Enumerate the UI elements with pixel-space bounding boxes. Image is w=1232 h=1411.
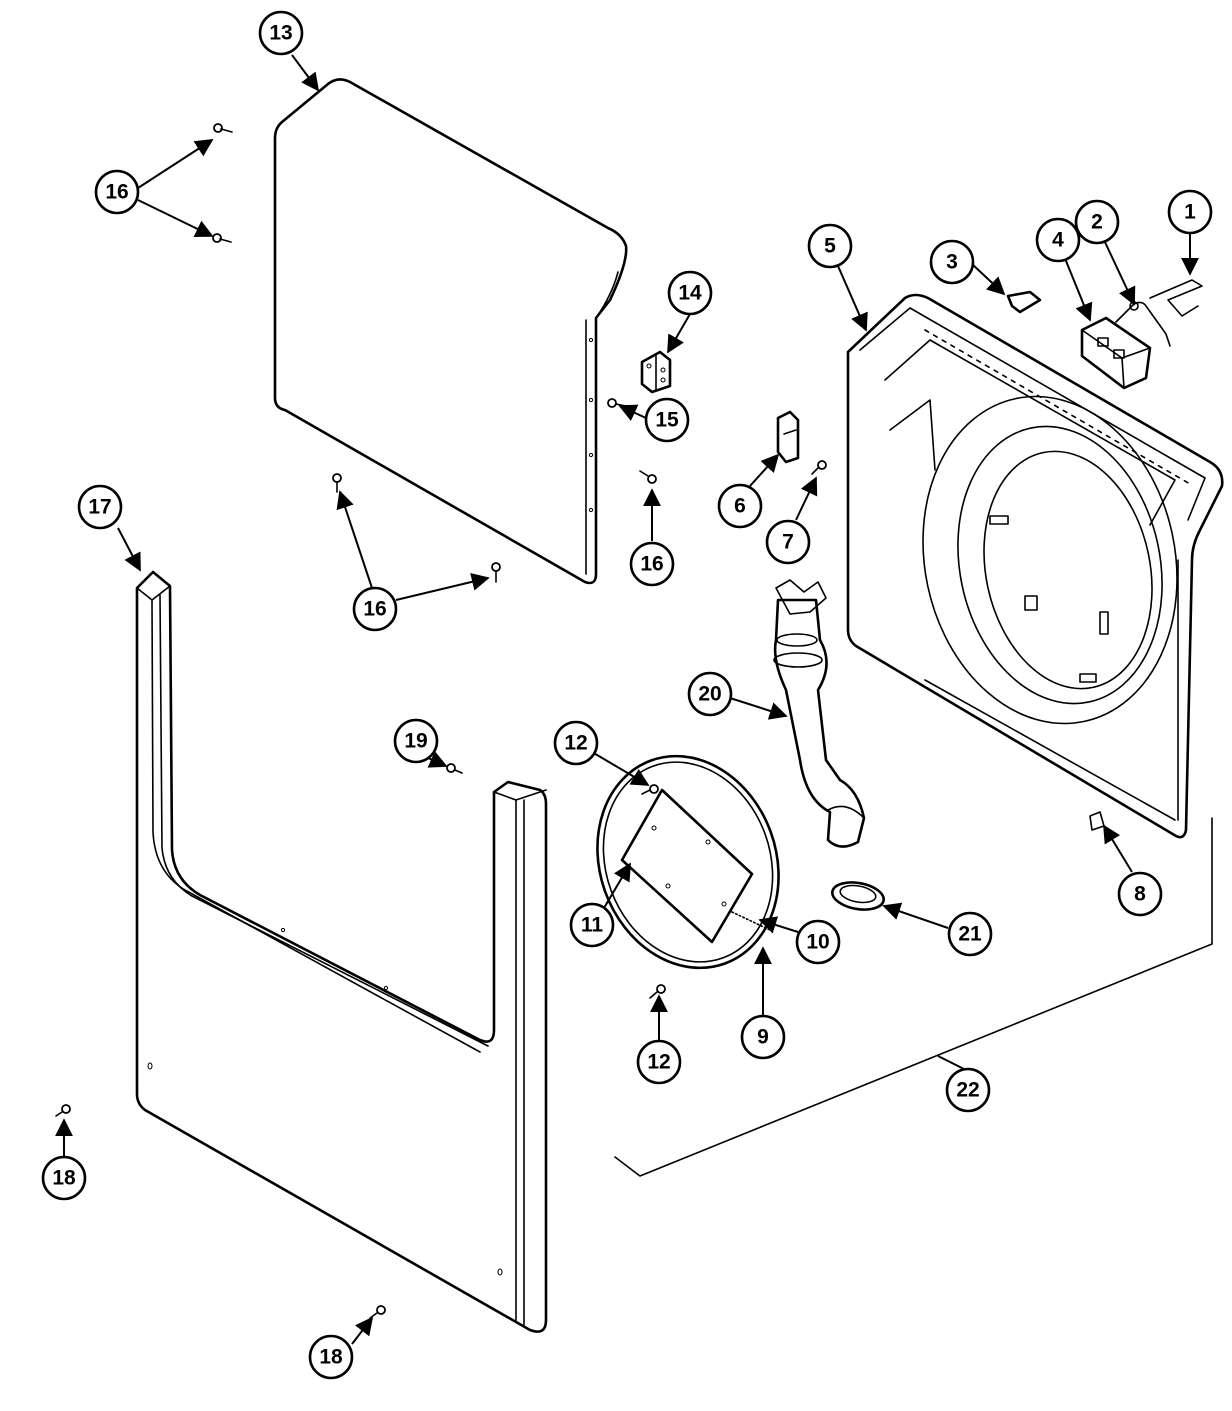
callout-10-label: 10	[806, 931, 829, 954]
callout-9: 9	[740, 1014, 786, 1060]
callout-13-label: 13	[269, 22, 292, 45]
callout-12-bottom-label: 12	[647, 1051, 670, 1074]
callout-13: 13	[258, 10, 304, 56]
callout-17-label: 17	[88, 496, 111, 519]
callout-12-bottom: 12	[636, 1039, 682, 1085]
callout-16-left-label: 16	[105, 181, 128, 204]
callout-5-label: 5	[824, 235, 836, 258]
callout-17: 17	[77, 484, 123, 530]
screw-16-top	[213, 123, 233, 133]
assembly-group-bracket	[614, 817, 1213, 1177]
callout-2: 2	[1074, 199, 1120, 245]
callout-3: 3	[929, 239, 975, 285]
callout-2-label: 2	[1091, 211, 1103, 234]
callout-15: 15	[644, 397, 690, 443]
callout-18-bottom: 18	[308, 1334, 354, 1380]
callout-14-label: 14	[678, 282, 702, 305]
callout-16-right-label: 16	[640, 553, 663, 576]
screw-7	[811, 460, 827, 475]
callout-1-label: 1	[1184, 201, 1196, 224]
callout-18-bottom-label: 18	[319, 1346, 343, 1369]
screw-18-left	[55, 1104, 71, 1117]
callout-16-right: 16	[629, 541, 675, 587]
callout-21-label: 21	[958, 923, 982, 946]
callout-3-label: 3	[946, 251, 958, 274]
bulkhead-part	[846, 293, 1224, 839]
screw-16-mid	[212, 233, 232, 243]
screw-18-bottom	[369, 1305, 386, 1319]
switch-block-part	[1080, 316, 1152, 390]
callout-19-label: 19	[404, 730, 427, 753]
callout-16-bottom-label: 16	[363, 598, 386, 621]
leader-lines	[55, 54, 1199, 1345]
callout-11-label: 11	[581, 914, 604, 937]
screw-16-side	[639, 470, 657, 484]
callout-10: 10	[795, 919, 841, 965]
callout-6: 6	[717, 483, 763, 529]
screw-12-bottom	[649, 984, 666, 999]
callout-5: 5	[807, 223, 853, 269]
door-catch-bracket-part	[776, 410, 800, 464]
screws	[55, 123, 827, 1319]
door-assembly-part	[596, 754, 780, 970]
callout-9-label: 9	[757, 1026, 769, 1049]
wire-bracket-part	[1149, 279, 1203, 317]
small-clip-part	[1006, 290, 1042, 314]
callout-7: 7	[765, 519, 811, 565]
callout-14: 14	[667, 270, 713, 316]
callout-7-label: 7	[782, 531, 794, 554]
callout-19: 19	[393, 718, 439, 764]
callout-8-label: 8	[1134, 883, 1146, 906]
callout-11: 11	[569, 902, 615, 948]
callout-18-left-label: 18	[52, 1167, 76, 1190]
callout-4: 4	[1035, 217, 1081, 263]
callout-20: 20	[687, 671, 733, 717]
callout-16-bottom: 16	[352, 586, 398, 632]
ring-seal-part	[830, 881, 886, 911]
callout-15-label: 15	[655, 409, 679, 432]
callout-1: 1	[1167, 189, 1213, 235]
callouts: 1 2 3 4 5 6 7 8 9 10 11 12 12 13 14 15 1…	[41, 10, 1213, 1380]
bottom-clip-part	[1089, 811, 1105, 831]
callout-18-left: 18	[41, 1155, 87, 1201]
callout-12-top: 12	[553, 720, 599, 766]
front-panel-part	[135, 570, 548, 1333]
callout-4-label: 4	[1052, 229, 1064, 252]
callout-21: 21	[947, 911, 993, 957]
callout-8: 8	[1117, 871, 1163, 917]
callout-22-label: 22	[956, 1079, 979, 1102]
callout-22: 22	[945, 1067, 991, 1113]
callout-6-label: 6	[734, 495, 746, 518]
screw-19	[446, 763, 463, 774]
exhaust-duct-part	[773, 579, 866, 848]
top-panel-part	[273, 78, 628, 585]
callout-20-label: 20	[698, 683, 721, 706]
screw-15	[607, 398, 627, 408]
screw-12-top	[641, 784, 659, 795]
screw-16-panel-bottom	[332, 473, 342, 493]
callout-12-top-label: 12	[564, 732, 587, 755]
hinge-part	[640, 350, 672, 394]
screw-16-panel-right	[491, 562, 501, 583]
callout-16-left: 16	[94, 169, 140, 215]
